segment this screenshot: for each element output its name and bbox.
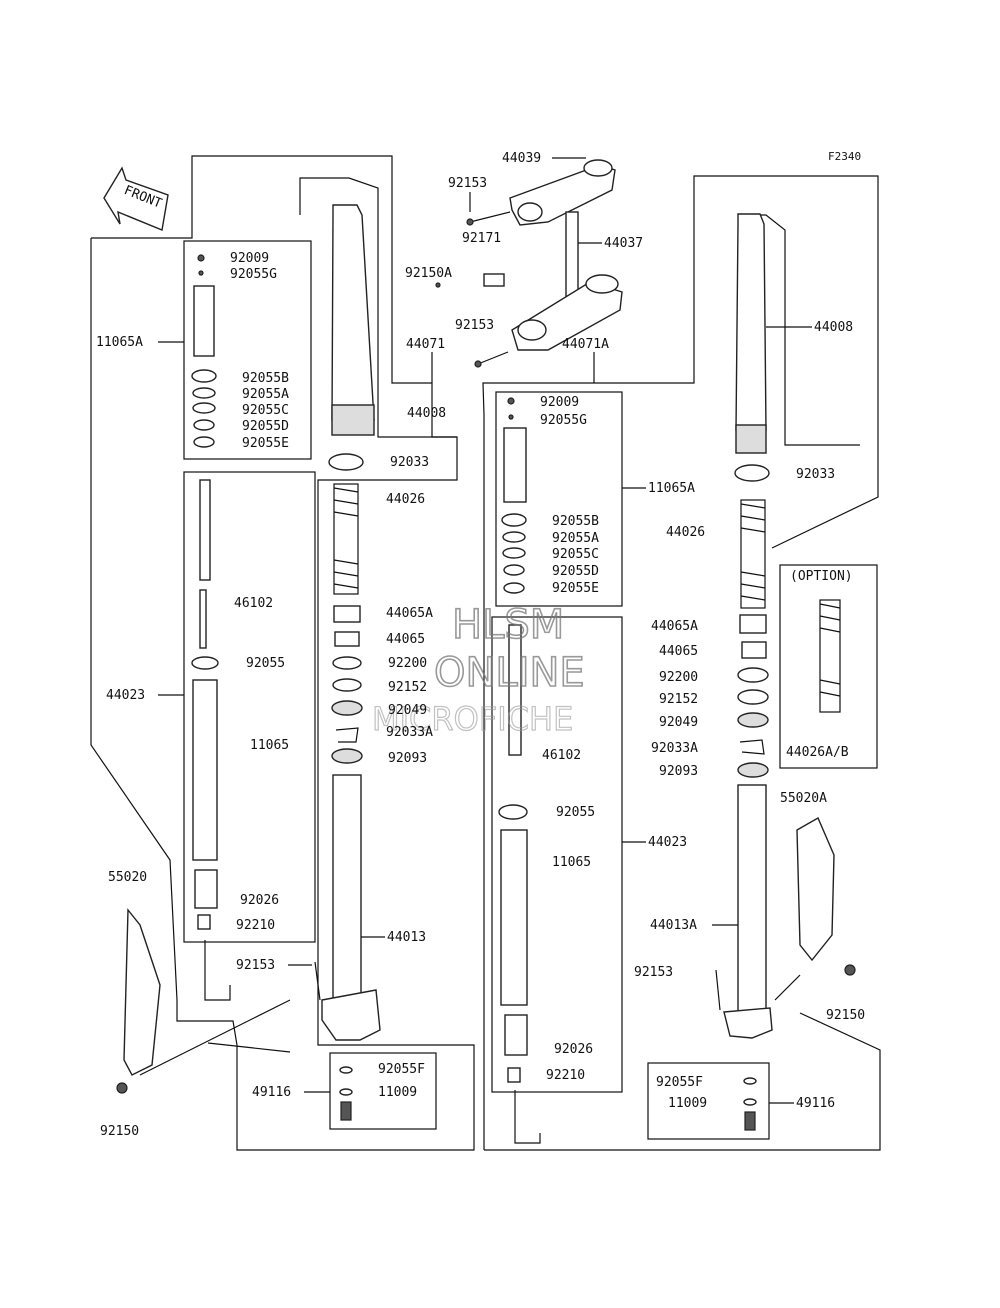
label-92153-b: 92153	[455, 318, 494, 333]
label-44026AB: 44026A/B	[786, 745, 849, 760]
label-44065A-left: 44065A	[386, 606, 433, 621]
label-92150A: 92150A	[405, 266, 452, 281]
right-cartridge-parts	[498, 397, 528, 1083]
label-92055G-right: 92055G	[540, 413, 587, 428]
label-55020: 55020	[108, 870, 147, 885]
label-46102-left: 46102	[234, 596, 273, 611]
label-92093-right: 92093	[659, 764, 698, 779]
label-11065-left: 11065	[250, 738, 289, 753]
label-11065-right: 11065	[552, 855, 591, 870]
label-44013: 44013	[387, 930, 426, 945]
label-92171: 92171	[462, 231, 501, 246]
label-92152-right: 92152	[659, 692, 698, 707]
label-92153-c: 92153	[236, 958, 275, 973]
label-92093-left: 92093	[388, 751, 427, 766]
label-44008-right: 44008	[814, 320, 853, 335]
label-92033A-right: 92033A	[651, 741, 698, 756]
label-11009-right: 11009	[668, 1096, 707, 1111]
label-92055F-right: 92055F	[656, 1075, 703, 1090]
label-92033A-left: 92033A	[386, 725, 433, 740]
label-44071: 44071	[406, 337, 445, 352]
label-44013A: 44013A	[650, 918, 697, 933]
label-92150-right: 92150	[826, 1008, 865, 1023]
label-92153-right: 92153	[634, 965, 673, 980]
label-92055G-left: 92055G	[230, 267, 277, 282]
label-44071A: 44071A	[562, 337, 609, 352]
label-49116-right: 49116	[796, 1096, 835, 1111]
label-92200-left: 92200	[388, 656, 427, 671]
label-92152-left: 92152	[388, 680, 427, 695]
label-92026-right: 92026	[554, 1042, 593, 1057]
label-44065-left: 44065	[386, 632, 425, 647]
label-92033-right: 92033	[796, 467, 835, 482]
label-11009-left: 11009	[378, 1085, 417, 1100]
label-44037: 44037	[604, 236, 643, 251]
right-fork-parts	[715, 213, 856, 1131]
label-92009-right: 92009	[540, 395, 579, 410]
label-92055C-right: 92055C	[552, 547, 599, 562]
watermark: HLSM ONLINE MICROFICHE	[371, 601, 585, 738]
label-92033-left: 92033	[390, 455, 429, 470]
front-arrow: FRONT	[103, 166, 169, 231]
label-92055C-left: 92055C	[242, 403, 289, 418]
label-92026-left: 92026	[240, 893, 279, 908]
label-92055D-right: 92055D	[552, 564, 599, 579]
label-92210-right: 92210	[546, 1068, 585, 1083]
label-49116-left: 49116	[252, 1085, 291, 1100]
label-92055A-right: 92055A	[552, 531, 599, 546]
label-92009-left: 92009	[230, 251, 269, 266]
label-92150-left: 92150	[100, 1124, 139, 1139]
label-92055B-left: 92055B	[242, 371, 289, 386]
label-44065A-right: 44065A	[651, 619, 698, 634]
label-92055-left: 92055	[246, 656, 285, 671]
label-92055A-left: 92055A	[242, 387, 289, 402]
label-92055F-left: 92055F	[378, 1062, 425, 1077]
label-44065-right: 44065	[659, 644, 698, 659]
left-cartridge-parts	[191, 254, 219, 930]
label-92055D-left: 92055D	[242, 419, 289, 434]
figure-code: F2340	[828, 150, 861, 163]
label-55020A: 55020A	[780, 791, 827, 806]
label-44026-right: 44026	[666, 525, 705, 540]
label-92049-left: 92049	[388, 703, 427, 718]
label-46102-right: 46102	[542, 748, 581, 763]
part-labels: 44039 92153 92171 44037 92150A 92153 440…	[96, 151, 865, 1139]
label-11065A-left: 11065A	[96, 335, 143, 350]
watermark-line-1: HLSM	[452, 602, 564, 648]
label-92049-right: 92049	[659, 715, 698, 730]
label-44023-right: 44023	[648, 835, 687, 850]
left-fork-parts	[116, 204, 381, 1121]
label-92055-right: 92055	[556, 805, 595, 820]
label-92055E-right: 92055E	[552, 581, 599, 596]
label-92153: 92153	[448, 176, 487, 191]
label-11065A-right: 11065A	[648, 481, 695, 496]
label-44023-left: 44023	[106, 688, 145, 703]
watermark-line-2: ONLINE	[434, 650, 585, 696]
label-92055E-left: 92055E	[242, 436, 289, 451]
label-92055B-right: 92055B	[552, 514, 599, 529]
watermark-line-3: MICROFICHE	[372, 700, 573, 738]
label-44039: 44039	[502, 151, 541, 166]
label-44008-left: 44008	[407, 406, 446, 421]
label-92210-left: 92210	[236, 918, 275, 933]
label-44026-left: 44026	[386, 492, 425, 507]
steering-stem-assembly	[435, 159, 623, 368]
option-label: (OPTION)	[790, 569, 853, 584]
label-92200-right: 92200	[659, 670, 698, 685]
